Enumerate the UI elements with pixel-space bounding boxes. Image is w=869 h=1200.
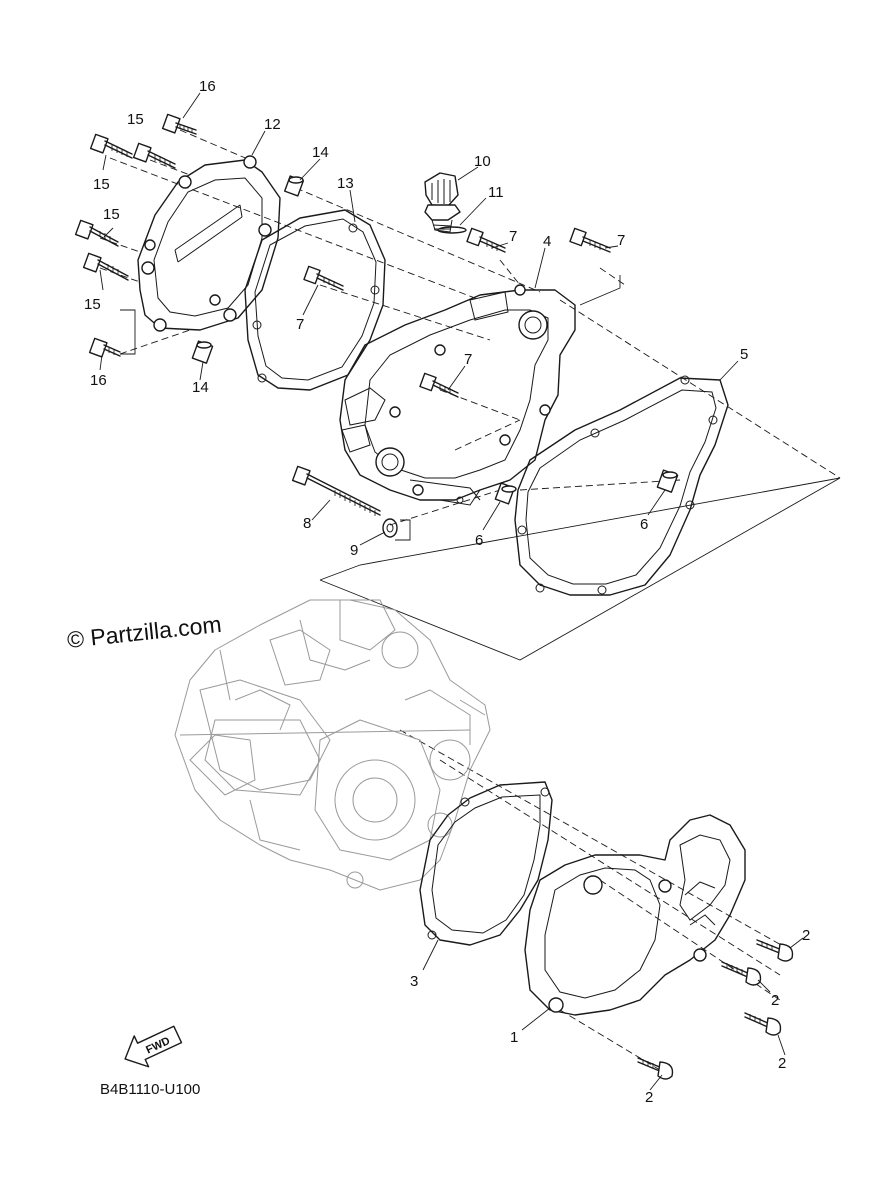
bolt-16-top[interactable] xyxy=(161,113,197,135)
callout-2: 2 xyxy=(645,1089,653,1106)
callout-14: 14 xyxy=(312,144,329,161)
callout-16: 16 xyxy=(199,78,216,95)
dowel-pin-6-right[interactable] xyxy=(656,469,679,493)
diagram-code: B4B1110-U100 xyxy=(100,1081,200,1098)
oil-filler-plug[interactable] xyxy=(424,172,461,233)
bolt-7-a[interactable] xyxy=(466,227,506,253)
bolt-7-d[interactable] xyxy=(419,372,459,398)
callout-7: 7 xyxy=(464,351,472,368)
leader-lines xyxy=(99,92,804,1091)
dowel-pin-14-bottom[interactable] xyxy=(191,340,214,364)
bolt-2-d[interactable] xyxy=(637,1057,674,1080)
callout-15: 15 xyxy=(93,176,110,193)
callout-6: 6 xyxy=(475,532,483,549)
generator-cover[interactable] xyxy=(524,814,746,1016)
lower-cover-gasket[interactable] xyxy=(419,781,553,946)
bracket-lines xyxy=(120,275,841,661)
clutch-cover-gasket[interactable] xyxy=(244,209,386,391)
bolt-15-d[interactable] xyxy=(82,252,129,281)
forward-arrow-icon: FWD xyxy=(124,1025,183,1068)
callout-10: 10 xyxy=(474,153,491,170)
callout-7: 7 xyxy=(296,316,304,333)
bolt-2-a[interactable] xyxy=(756,939,794,962)
callout-7: 7 xyxy=(509,228,517,245)
callout-13: 13 xyxy=(337,175,354,192)
dowel-pin-14-top[interactable] xyxy=(283,175,305,197)
callout-15: 15 xyxy=(84,296,101,313)
callout-12: 12 xyxy=(264,116,281,133)
callout-6: 6 xyxy=(640,516,648,533)
crankcase-cover-gasket[interactable] xyxy=(514,375,729,596)
bolt-2-b[interactable] xyxy=(721,961,762,986)
callout-15: 15 xyxy=(127,111,144,128)
callout-14: 14 xyxy=(192,379,209,396)
o-ring-11[interactable] xyxy=(437,226,467,234)
callout-1: 1 xyxy=(510,1029,518,1046)
callout-7: 7 xyxy=(617,232,625,249)
bolt-7-c[interactable] xyxy=(303,265,344,291)
clutch-outer-cover[interactable] xyxy=(137,155,281,332)
callout-labels: 16 15 15 12 14 13 10 11 15 15 7 4 7 7 16… xyxy=(84,78,810,1106)
crankcase-ghost xyxy=(174,599,491,891)
bolt-7-b[interactable] xyxy=(569,227,611,253)
callout-2: 2 xyxy=(778,1055,786,1072)
callout-11: 11 xyxy=(488,184,504,201)
callout-2: 2 xyxy=(802,927,810,944)
callout-5: 5 xyxy=(740,346,748,363)
dowel-pin-6-left[interactable] xyxy=(494,482,517,505)
long-bolt-8[interactable] xyxy=(291,465,381,516)
callout-16: 16 xyxy=(90,372,107,389)
callout-4: 4 xyxy=(543,233,551,250)
alignment-lines xyxy=(99,129,841,1071)
callout-2: 2 xyxy=(771,992,779,1009)
bolt-15-b[interactable] xyxy=(132,142,176,169)
bolt-15-c[interactable] xyxy=(74,219,119,247)
bolt-16-bottom[interactable] xyxy=(88,337,121,358)
callout-3: 3 xyxy=(410,973,418,990)
partzilla-watermark: © Partzilla.com xyxy=(66,611,223,653)
callout-8: 8 xyxy=(303,515,311,532)
callout-9: 9 xyxy=(350,542,358,559)
callout-15: 15 xyxy=(103,206,120,223)
crankcase-cover[interactable] xyxy=(339,284,576,506)
washer-9[interactable] xyxy=(382,518,398,538)
bolt-15-a[interactable] xyxy=(89,133,133,159)
bolt-2-c[interactable] xyxy=(744,1012,782,1036)
